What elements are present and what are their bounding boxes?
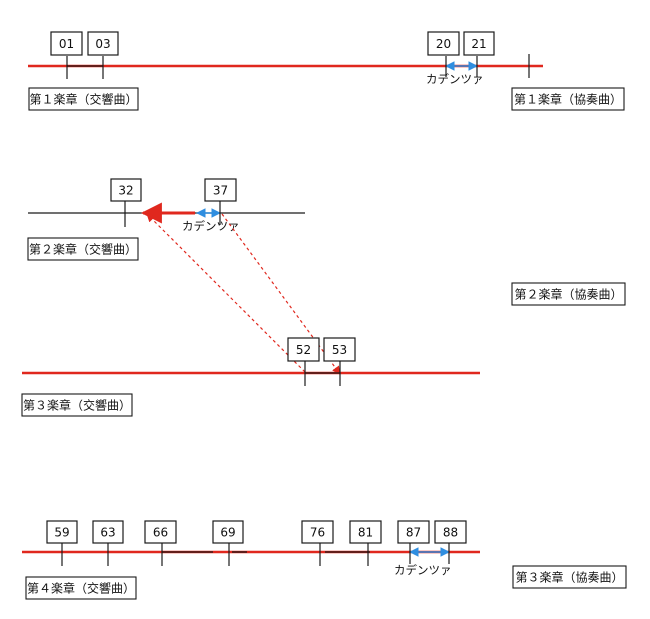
svg-text:第１楽章（交響曲）: 第１楽章（交響曲）: [29, 92, 137, 107]
movement-label-symphony-1: 第１楽章（交響曲）: [28, 87, 139, 111]
measure-box-53: 53: [323, 337, 356, 362]
movement-label-concerto-3: 第３楽章（協奏曲）: [512, 565, 627, 589]
svg-text:20: 20: [436, 37, 451, 51]
dashed-arrow-37-to-53: [221, 213, 341, 375]
svg-text:21: 21: [471, 37, 486, 51]
svg-text:63: 63: [100, 526, 115, 540]
svg-text:52: 52: [296, 343, 311, 357]
movement-label-symphony-4: 第４楽章（交響曲）: [25, 576, 137, 600]
measure-box-63: 63: [92, 520, 124, 544]
dashed-arrow-52-to-32: [146, 213, 306, 373]
svg-text:第２楽章（交響曲）: 第２楽章（交響曲）: [29, 242, 137, 257]
svg-text:88: 88: [443, 526, 458, 540]
dashed-connectors: [146, 213, 341, 375]
measure-box-21: 21: [463, 31, 495, 56]
svg-text:37: 37: [213, 184, 228, 198]
movement-label-symphony-2: 第２楽章（交響曲）: [27, 237, 139, 261]
svg-text:第１楽章（協奏曲）: 第１楽章（協奏曲）: [514, 92, 622, 107]
measure-box-59: 59: [46, 520, 78, 544]
measure-box-66: 66: [144, 520, 177, 544]
measure-box-87: 87: [397, 520, 430, 544]
svg-text:59: 59: [54, 526, 69, 540]
svg-text:第２楽章（協奏曲）: 第２楽章（協奏曲）: [514, 287, 622, 302]
measure-box-32: 32: [110, 178, 142, 202]
svg-text:76: 76: [310, 526, 325, 540]
cadenza-label: カデンツァ: [426, 72, 484, 86]
measure-box-37: 37: [204, 178, 237, 202]
svg-text:32: 32: [118, 184, 133, 198]
measure-box-69: 69: [212, 520, 244, 544]
movement-label-concerto-1: 第１楽章（協奏曲）: [511, 87, 625, 111]
measure-box-81: 81: [349, 520, 382, 544]
movement-2-timeline: 32 37 カデンツァ 第２楽章（交響曲）: [27, 178, 305, 261]
cadenza-label: カデンツァ: [394, 563, 452, 577]
measure-box-88: 88: [434, 520, 467, 544]
svg-text:69: 69: [220, 526, 235, 540]
measure-box-76: 76: [301, 520, 334, 544]
svg-text:第３楽章（交響曲）: 第３楽章（交響曲）: [23, 398, 131, 413]
measure-box-03: 03: [87, 31, 119, 56]
cadenza-label: カデンツァ: [182, 219, 240, 233]
svg-text:第４楽章（交響曲）: 第４楽章（交響曲）: [27, 581, 135, 596]
movement-label-symphony-3: 第３楽章（交響曲）: [21, 393, 133, 417]
measure-box-52: 52: [287, 337, 320, 362]
measure-box-20: 20: [427, 31, 460, 56]
measure-box-01: 01: [50, 31, 83, 56]
svg-text:第３楽章（協奏曲）: 第３楽章（協奏曲）: [515, 570, 623, 585]
svg-text:53: 53: [332, 343, 347, 357]
svg-text:87: 87: [406, 526, 421, 540]
svg-text:01: 01: [59, 37, 74, 51]
svg-text:66: 66: [153, 526, 168, 540]
movement-1-timeline: 01 03 20 21 カデンツァ 第１楽章（交響曲） 第１楽章（協奏曲）: [28, 31, 625, 111]
svg-text:03: 03: [95, 37, 110, 51]
svg-text:81: 81: [358, 526, 373, 540]
movement-3-timeline: 52 53 第３楽章（交響曲）: [21, 337, 480, 417]
movement-label-concerto-2: 第２楽章（協奏曲）: [511, 282, 626, 306]
movement-4-timeline: 59 63 66 69 76 81 87 88 カデンツァ: [22, 520, 627, 600]
